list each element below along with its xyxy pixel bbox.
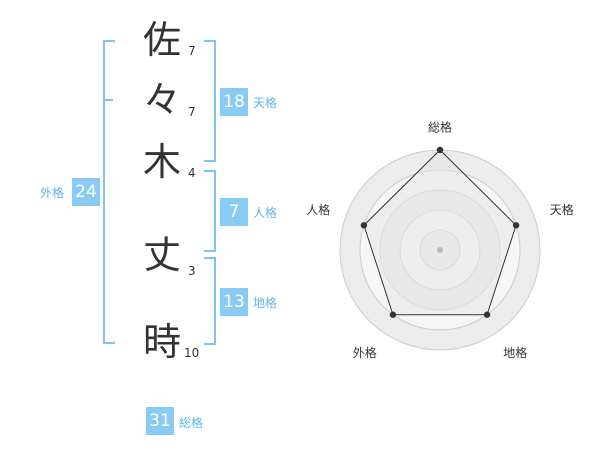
name-char-5: 時 [142, 320, 181, 364]
radar-axis-label-1: 総格 [428, 120, 452, 135]
tenkaku-value: 18 [220, 88, 248, 116]
jinkaku-bracket [204, 170, 216, 252]
name-char-2: 々 [142, 78, 181, 122]
stroke-count-5: 10 [184, 346, 200, 360]
gaikaku-label: 外格 [40, 186, 65, 200]
chikaku-label: 地格 [253, 296, 278, 310]
gaikaku-bracket-mid-tick [105, 99, 113, 101]
radar-point-2 [512, 222, 520, 229]
jinkaku-value: 7 [220, 198, 248, 226]
stroke-count-2: 7 [188, 105, 196, 119]
name-char-4: 丈 [142, 233, 181, 277]
tenkaku-bracket [204, 40, 216, 162]
name-char-1: 佐 [142, 18, 181, 62]
radar-point-3 [483, 311, 491, 318]
radar-axis-label-2: 天格 [550, 202, 574, 217]
tenkaku-label: 天格 [253, 96, 278, 110]
stroke-count-3: 4 [188, 166, 196, 180]
gaikaku-bracket [103, 40, 115, 344]
radar-axis-label-5: 人格 [306, 202, 330, 217]
stroke-count-1: 7 [188, 44, 196, 58]
radar-point-1 [436, 146, 444, 154]
chikaku-bracket [204, 257, 216, 345]
gaikaku-value: 24 [72, 178, 100, 206]
radar-axis-label-3: 地格 [503, 345, 527, 360]
jinkaku-label: 人格 [253, 206, 278, 220]
soukaku-label: 総格 [179, 416, 204, 430]
stroke-count-4: 3 [188, 264, 196, 278]
radar-series-polygon [363, 149, 517, 316]
radar-point-5 [360, 222, 368, 229]
chikaku-value: 13 [220, 288, 248, 316]
radar-axis-label-4: 外格 [353, 345, 377, 360]
soukaku-value: 31 [146, 407, 174, 435]
radar-point-4 [389, 311, 397, 318]
radar-center-dot [437, 247, 443, 253]
name-char-3: 木 [142, 140, 181, 184]
